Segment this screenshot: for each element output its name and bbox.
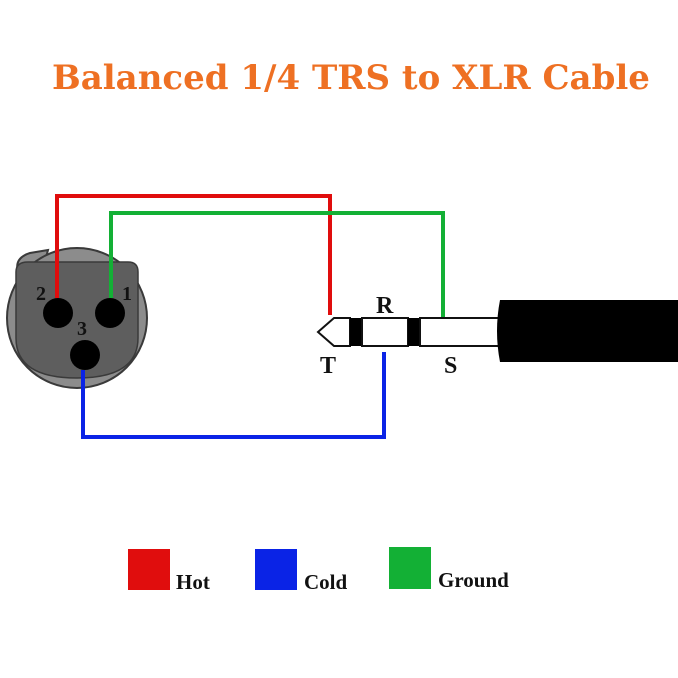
- trs-tip-insulator: [350, 318, 362, 346]
- ground-wire: [109, 211, 445, 318]
- xlr-insert-face: [15, 261, 139, 379]
- xlr-pin-1-socket: [95, 298, 125, 328]
- legend-hot-label: Hot: [176, 570, 210, 594]
- trs-tip-label: T: [320, 353, 336, 379]
- xlr-pin-3-socket: [70, 340, 100, 370]
- xlr-pin-2-label: 2: [36, 283, 46, 305]
- xlr-pin-2-socket: [43, 298, 73, 328]
- trs-cable-jacket: [497, 300, 678, 362]
- trs-ring: [361, 317, 409, 347]
- trs-sleeve: [419, 317, 501, 347]
- trs-sleeve-label: S: [444, 353, 457, 379]
- legend-cold-swatch: [255, 549, 297, 590]
- xlr-pin-3-label: 3: [77, 318, 87, 340]
- trs-plug: T R S: [316, 293, 678, 379]
- xlr-female-connector: 2 1 3: [6, 247, 148, 389]
- trs-ring-label: R: [376, 293, 394, 319]
- xlr-pin-1-label: 1: [122, 283, 132, 305]
- trs-ring-insulator: [408, 318, 420, 346]
- cold-wire: [81, 352, 386, 439]
- legend: Hot Cold Ground: [128, 547, 509, 594]
- legend-hot-swatch: [128, 549, 170, 590]
- legend-ground-label: Ground: [438, 568, 509, 592]
- legend-cold-label: Cold: [304, 570, 348, 594]
- trs-tip: [316, 317, 351, 347]
- legend-ground-swatch: [389, 547, 431, 589]
- hot-wire: [55, 194, 332, 315]
- diagram-title: Balanced 1/4 TRS to XLR Cable: [52, 58, 650, 98]
